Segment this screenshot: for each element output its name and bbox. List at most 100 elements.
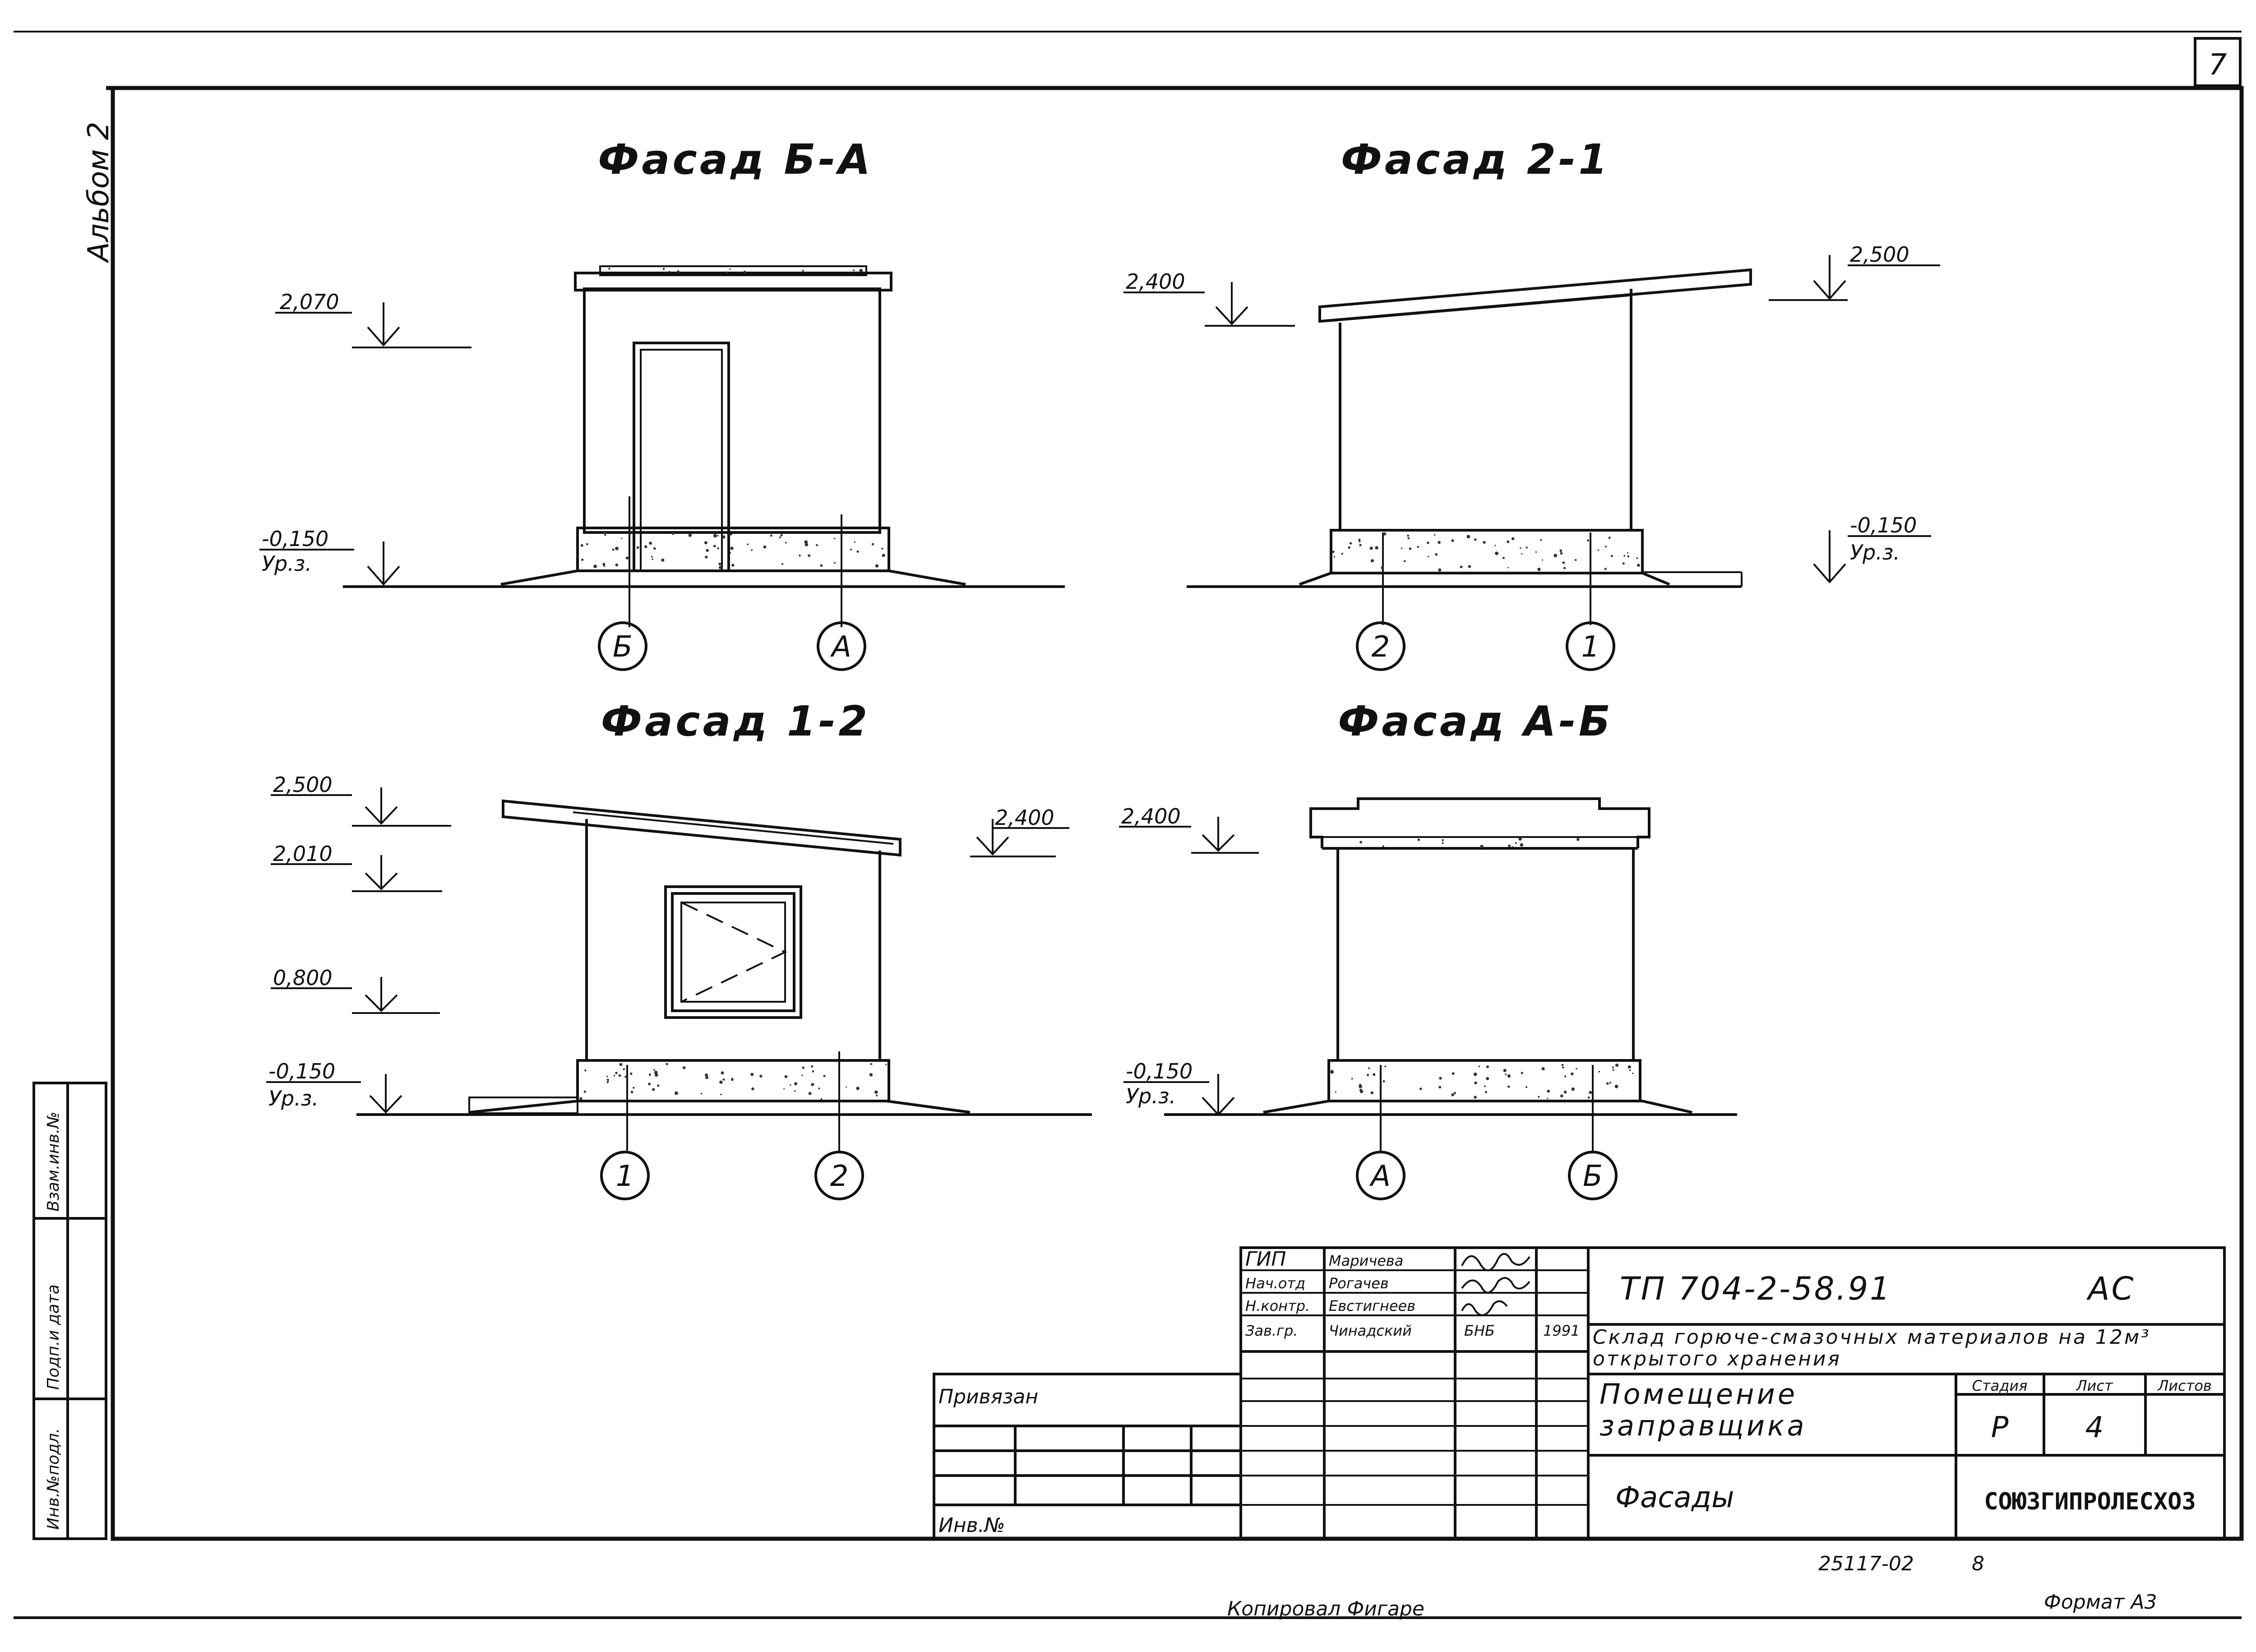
hatch-dot [869,1073,873,1077]
hatch-dot [1359,841,1363,844]
hatch-dot [669,271,670,273]
hatch-dot [1576,838,1580,841]
hatch-dot [1484,1091,1487,1093]
hatch-dot [820,564,823,567]
hatch-dot [1637,564,1640,567]
archive-suffix: 8 [1972,1552,1984,1575]
hatch-dot [666,1063,668,1065]
hatch-dot [1598,1071,1600,1073]
hatch-dot [1407,537,1410,540]
ground-level-label: Ур.з. [262,551,312,576]
hatch-dot [612,548,615,551]
hatch-dot [811,1065,814,1068]
hatch-dot [624,1076,627,1078]
hatch-dot [720,1093,722,1096]
hatch-dot [875,564,879,568]
hatch-dot [1587,1096,1590,1099]
hatch-dot [683,1066,686,1069]
hatch-dot [1541,1067,1545,1070]
hatch-dot [1562,1066,1564,1069]
role-norm-control: Н.контр. [1245,1297,1310,1314]
hatch-dot [779,536,781,538]
hatch-dot [653,547,656,550]
level-mark: -0,150 [268,1059,335,1083]
hatch-dot [717,535,719,537]
ground-level-label: Ур.з. [268,1086,319,1111]
facade-b-a: Фасад Б-А [343,135,1065,627]
hatch-dot [804,543,809,546]
sheet-number: 4 [2085,1411,2104,1444]
hatch-dot [630,1072,633,1075]
facade-2-1: Фасад 2-1 [1187,135,1752,625]
sheets-header: Листов [2157,1377,2212,1394]
hatch-dot [603,532,606,535]
hatch-dot [1383,532,1387,536]
hatch-dot [1575,559,1577,561]
hatch-dot [1542,559,1543,561]
hatch-dot [613,1074,615,1077]
tied-label: Привязан [938,1385,1038,1408]
hatch-dot [1428,555,1429,558]
hatch-dot [1438,1086,1442,1089]
hatch-dot [1540,539,1542,541]
hatch-dot [802,1066,804,1069]
hatch-dot [1623,555,1626,557]
hatch-dot [1505,1073,1507,1075]
paper-format: Формат А3 [2044,1591,2157,1614]
hatch-dot [729,268,731,270]
hatch-dot [1351,1078,1353,1080]
hatch-dot [1335,1091,1336,1093]
axis-bubble: А [1356,1151,1405,1200]
level-mark: -0,150 [262,527,328,551]
hatch-dot [1560,552,1563,555]
hatch-dot [1474,1081,1477,1084]
hatch-dot [722,1078,725,1081]
hatch-dot [1370,1091,1373,1094]
hatch-dot [785,541,787,544]
facade-1-2: Фасад 1-2 [356,697,1092,1151]
hatch-dot [606,1075,608,1078]
axis-bubble: 2 [814,1151,864,1200]
hatch-dot [1535,551,1537,553]
hatch-dot [763,545,767,549]
name-norm-control: Евстигнеев [1329,1297,1415,1314]
page-number: 7 [2209,48,2227,82]
axis-bubble: 1 [600,1151,650,1200]
hatch-dot [1604,568,1607,570]
hatch-dot [1604,546,1607,548]
hatch-dot [1442,839,1444,842]
hatch-dot [804,540,808,544]
hatch-dot [1597,549,1600,551]
hatch-dot [1452,1072,1455,1075]
hatch-dot [1587,539,1590,541]
hatch-dot [718,562,721,565]
hatch-dot [1434,534,1436,536]
hatch-dot [1636,557,1638,559]
side-stamp-replace: Взам.инв.№ [44,1111,63,1212]
hatch-dot [1563,567,1566,569]
role-head-dept: Нач.отд [1245,1275,1305,1292]
hatch-dot [621,537,623,539]
hatch-dot [1608,537,1611,539]
level-mark: -0,150 [1126,1059,1193,1083]
axis-label: Б [1583,1160,1603,1193]
building-name-box: Помещение заправщика [1600,1379,1804,1442]
hatch-dot [1439,1077,1442,1080]
hatch-dot [649,541,652,545]
hatch-dot [1508,844,1511,847]
album-label: Альбом 2 [82,122,116,264]
ground-level-label: Ур.з. [1126,1084,1176,1108]
hatch-dot [636,546,639,549]
hatch-dot [871,543,874,546]
axis-label: 2 [1372,630,1390,664]
hatch-dot [731,1078,734,1081]
hatch-dot [1451,539,1454,542]
hatch-dot [1480,845,1484,848]
hatch-dot [608,268,610,270]
hatch-dot [794,1090,796,1092]
hatch-dot [783,1088,785,1090]
hatch-dot [1370,559,1374,563]
hatch-dot [1507,540,1510,543]
hatch-dot [1486,1065,1489,1069]
hatch-dot [1484,1085,1486,1087]
